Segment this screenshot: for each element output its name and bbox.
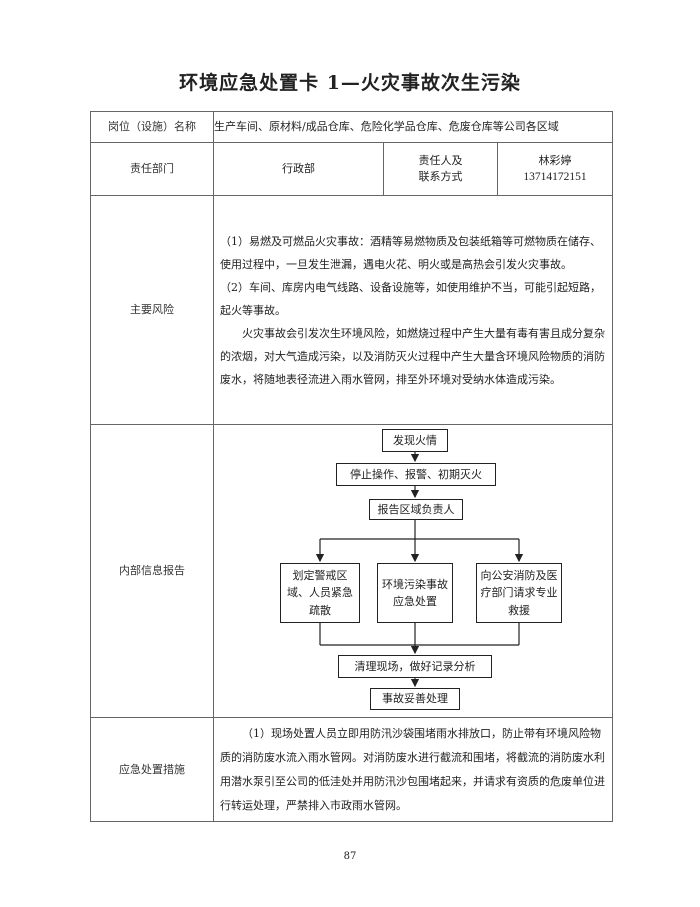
flow-branch-pollution-response: 环境污染事故应急处置 <box>377 563 453 623</box>
measures-text: （1）现场处置人员立即用防汛沙袋围堵雨水排放口，防止带有环境风险物质的消防废水流… <box>220 726 605 812</box>
position-value: 生产车间、原材料/成品仓库、危险化学品仓库、危废仓库等公司各区域 <box>212 111 614 143</box>
row-department: 责任部门 行政部 责任人及 联系方式 林彩婷 13714172151 <box>90 142 614 196</box>
flow-step-cleanup: 清理现场，做好记录分析 <box>338 655 492 678</box>
department-label: 责任部门 <box>90 142 214 196</box>
flowchart-cell: 发现火情 停止操作、报警、初期灭火 报告区域负责人 划定警戒区域、人员紧急疏散 … <box>212 424 614 718</box>
flowchart: 发现火情 停止操作、报警、初期灭火 报告区域负责人 划定警戒区域、人员紧急疏散 … <box>214 425 612 717</box>
row-position: 岗位（设施）名称 生产车间、原材料/成品仓库、危险化学品仓库、危废仓库等公司各区… <box>90 111 614 143</box>
flow-step-discover-fire: 发现火情 <box>382 429 448 452</box>
contact-label: 责任人及 联系方式 <box>383 142 498 196</box>
flow-branch-evacuate: 划定警戒区域、人员紧急疏散 <box>280 563 360 623</box>
risk-paragraph-1: （1）易燃及可燃品火灾事故：酒精等易燃物质及包装纸箱等可燃物质在储存、使用过程中… <box>220 234 601 271</box>
row-measures: 应急处置措施 （1）现场处置人员立即用防汛沙袋围堵雨水排放口，防止带有环境风险物… <box>90 717 614 822</box>
row-risk: 主要风险 （1）易燃及可燃品火灾事故：酒精等易燃物质及包装纸箱等可燃物质在储存、… <box>90 195 614 425</box>
flow-step-stop-alarm: 停止操作、报警、初期灭火 <box>336 463 496 486</box>
risk-paragraph-3: 火灾事故会引发次生环境风险，如燃烧过程中产生大量有毒有害且成分复杂的浓烟，对大气… <box>220 326 605 386</box>
position-label: 岗位（设施）名称 <box>90 111 214 143</box>
measures-label: 应急处置措施 <box>90 717 214 822</box>
row-report: 内部信息报告 <box>90 424 614 718</box>
measures-content: （1）现场处置人员立即用防汛沙袋围堵雨水排放口，防止带有环境风险物质的消防废水流… <box>212 717 614 822</box>
flow-step-resolve: 事故妥善处理 <box>370 688 460 710</box>
risk-paragraph-2: （2）车间、库房内电气线路、设备设施等，如使用维护不当，可能引起短路，起火等事故… <box>220 280 601 317</box>
flow-step-report-manager: 报告区域负责人 <box>369 499 463 520</box>
report-label: 内部信息报告 <box>90 424 214 718</box>
page-number: 87 <box>343 851 357 862</box>
flowchart-connectors <box>315 452 524 688</box>
page-title: 环境应急处置卡 1—火灾事故次生污染 <box>179 72 521 94</box>
contact-name: 林彩婷 <box>538 153 572 167</box>
emergency-card-table: 岗位（设施）名称 生产车间、原材料/成品仓库、危险化学品仓库、危废仓库等公司各区… <box>90 111 614 822</box>
contact-cell: 林彩婷 13714172151 <box>496 142 614 196</box>
contact-phone: 13714172151 <box>523 170 587 183</box>
risk-label: 主要风险 <box>90 195 214 425</box>
risk-content: （1）易燃及可燃品火灾事故：酒精等易燃物质及包装纸箱等可燃物质在储存、使用过程中… <box>212 195 614 425</box>
department-value: 行政部 <box>213 142 384 196</box>
flow-branch-request-rescue: 向公安消防及医疗部门请求专业救援 <box>476 563 562 623</box>
